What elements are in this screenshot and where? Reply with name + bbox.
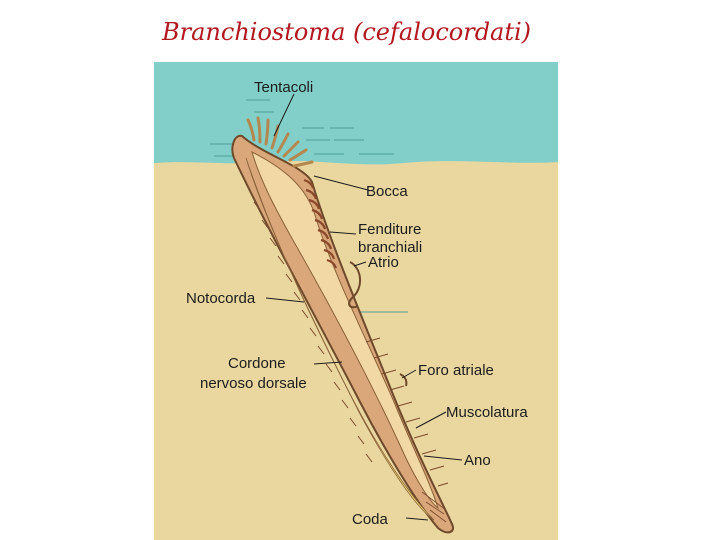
label-fenditure: Fenditure <box>358 221 421 238</box>
label-bocca: Bocca <box>366 183 408 200</box>
water-ripples <box>210 99 408 313</box>
label-foro-atriale: Foro atriale <box>418 362 494 379</box>
tentacles <box>246 116 314 168</box>
amphioxus-body <box>231 134 454 534</box>
label-branchiali: branchiali <box>358 239 422 256</box>
leader-lines <box>265 93 463 521</box>
label-ano: Ano <box>464 452 491 469</box>
label-tentacoli: Tentacoli <box>254 79 313 96</box>
label-muscolatura: Muscolatura <box>446 404 528 421</box>
label-atrio: Atrio <box>368 254 399 271</box>
label-cordone: Cordone <box>228 355 286 372</box>
amphioxus-diagram: Tentacoli Bocca Fenditure branchiali Atr… <box>154 62 558 540</box>
label-notocorda: Notocorda <box>186 290 256 307</box>
slide-title: Branchiostoma (cefalocordati) <box>162 18 532 46</box>
water-area <box>154 62 558 165</box>
label-nervoso-dorsale: nervoso dorsale <box>200 375 307 392</box>
label-coda: Coda <box>352 511 389 528</box>
